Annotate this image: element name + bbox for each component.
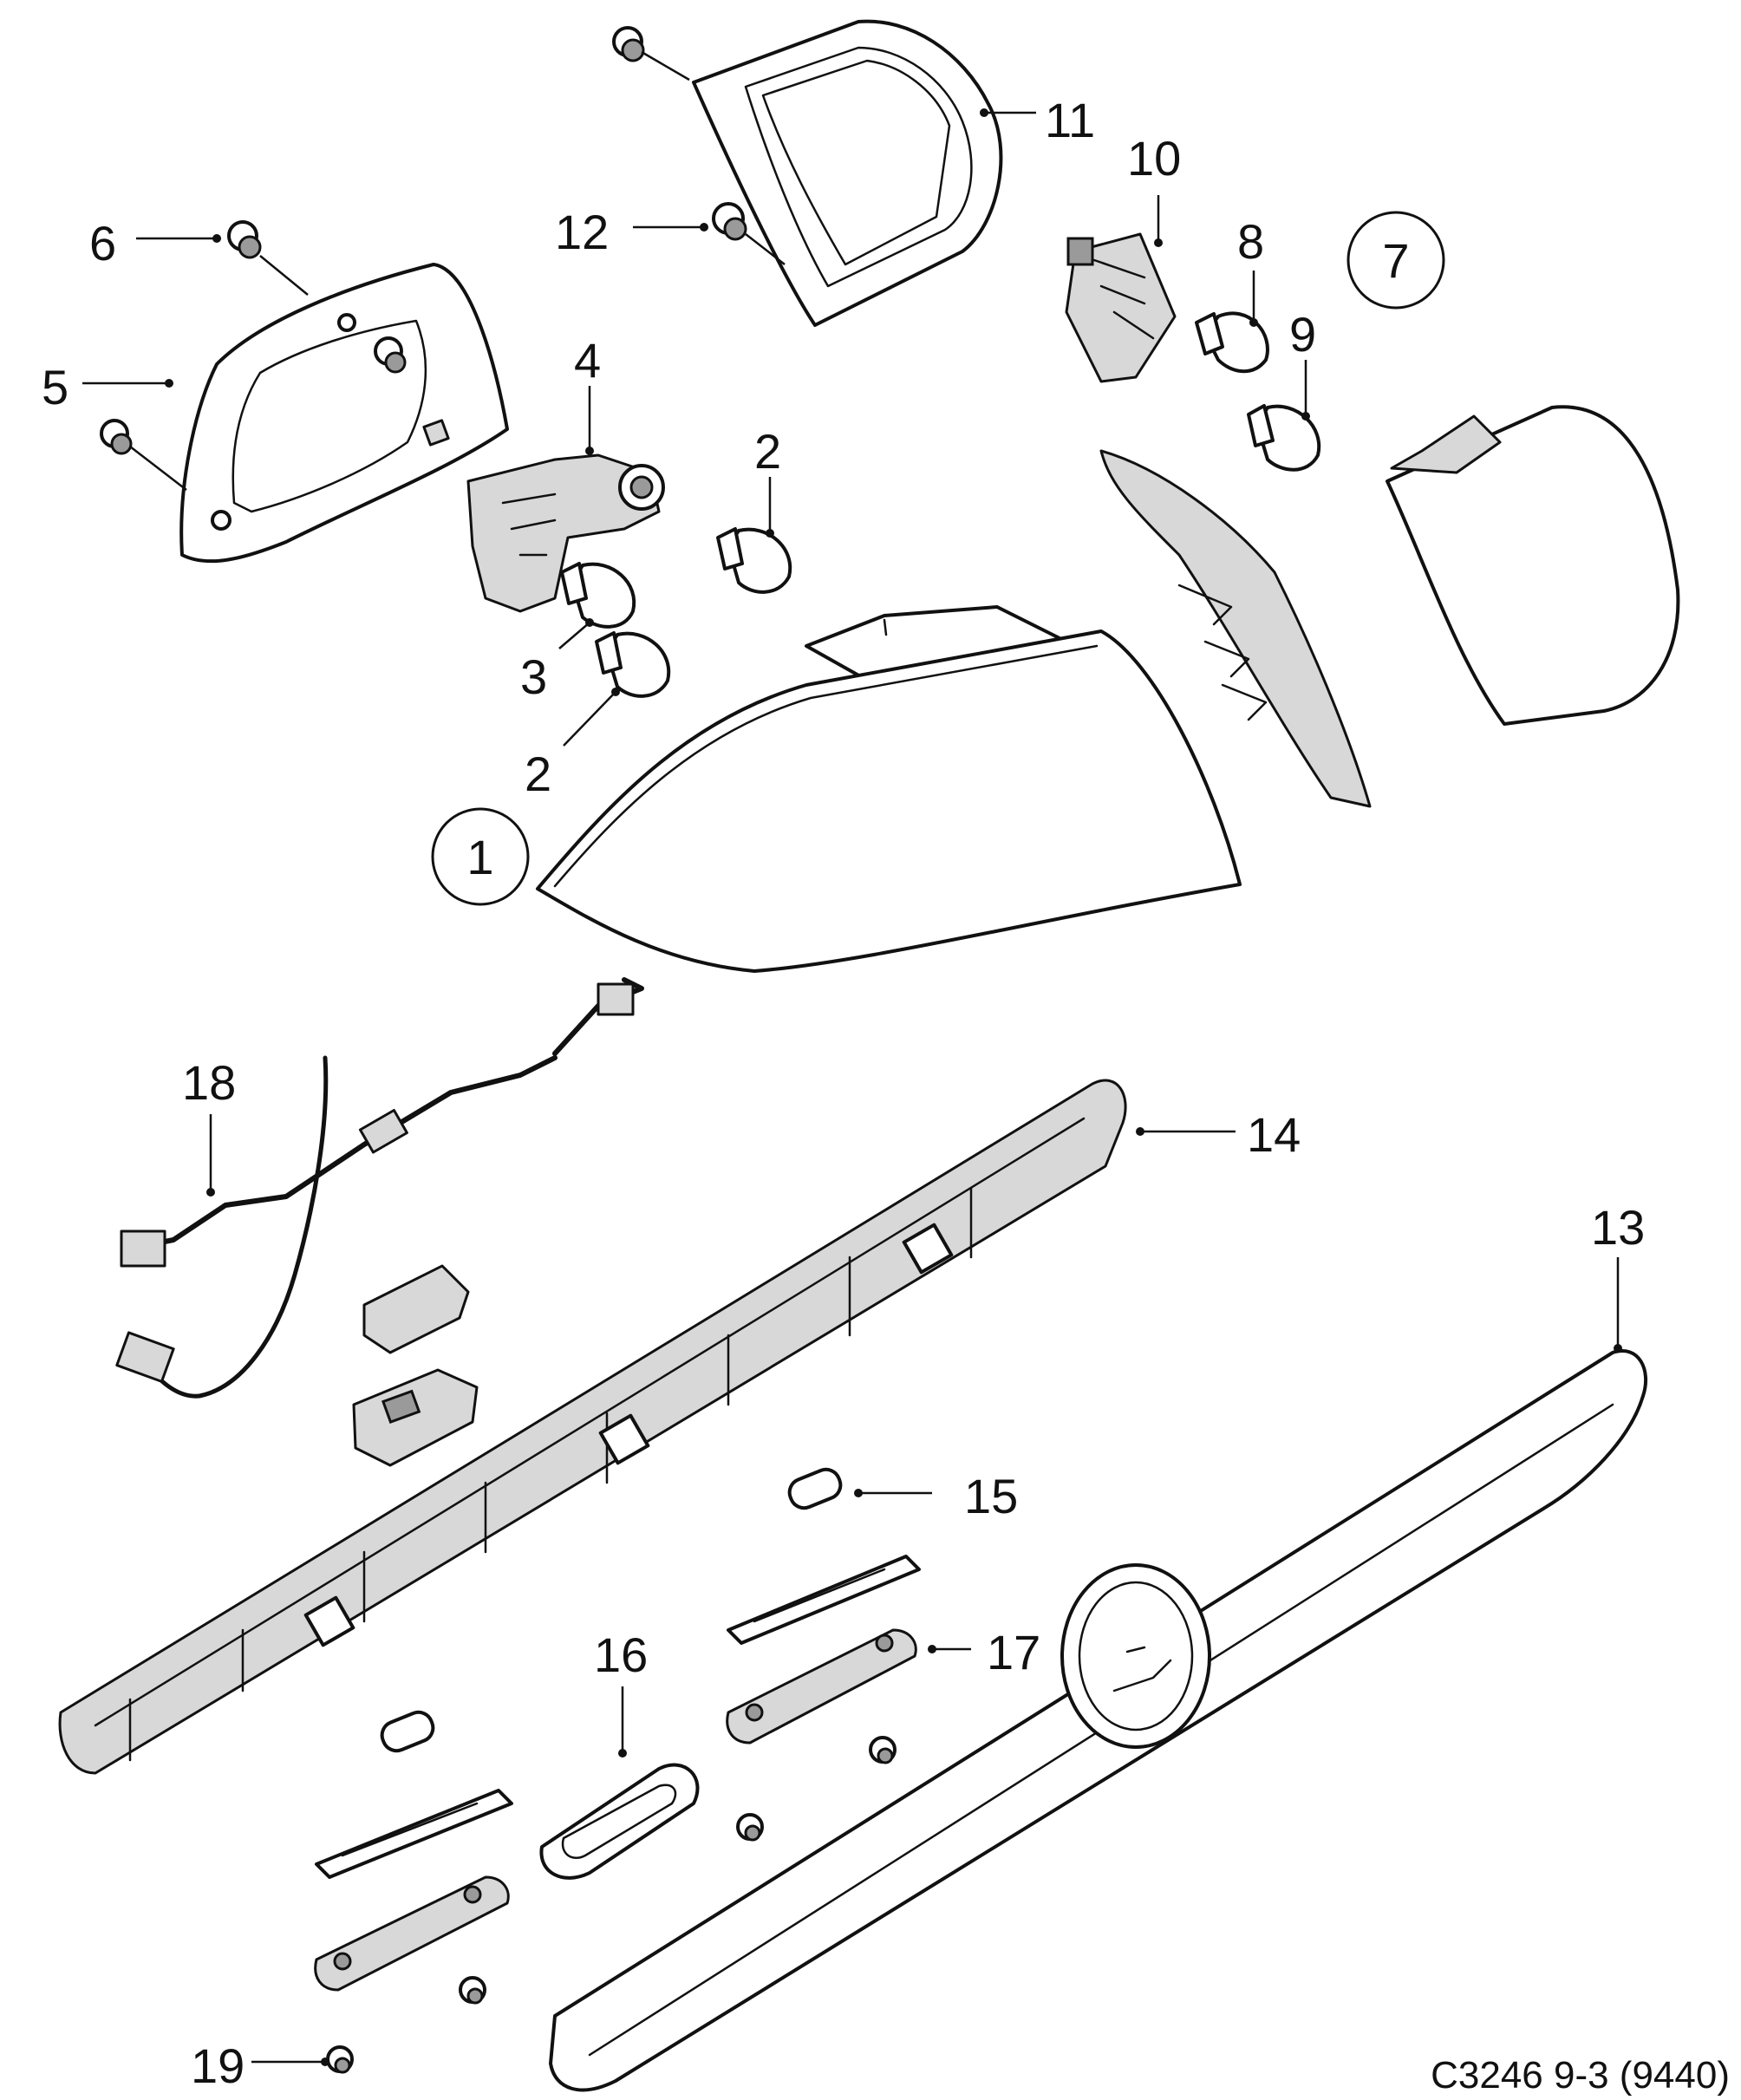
callout-7: 7 [1382, 233, 1409, 288]
callout-2-upper: 2 [754, 424, 781, 479]
tail-lamp-housing [536, 605, 1242, 973]
bulb-left [380, 1710, 435, 1753]
callout-3: 3 [520, 649, 547, 704]
clip-12 [712, 202, 747, 241]
callout-12: 12 [555, 205, 609, 259]
callout-14: 14 [1247, 1107, 1301, 1162]
callout-17: 17 [987, 1625, 1040, 1679]
clip-plate [374, 336, 407, 374]
leader-lines [82, 50, 1622, 2066]
callout-circle-7 [1347, 211, 1445, 310]
bulb-holder-10 [1065, 232, 1177, 383]
bulb-holder-4 [466, 453, 665, 613]
license-lamp-lens-upper [727, 1555, 921, 1645]
wiring-harness-18 [115, 977, 644, 1399]
callout-9: 9 [1289, 307, 1316, 362]
nut-c [869, 1736, 897, 1764]
bulb-2-lower [595, 631, 671, 698]
nut-b [736, 1813, 764, 1842]
bulb-8 [1195, 311, 1269, 374]
callout-11: 11 [1045, 93, 1095, 147]
nut-a [459, 1976, 486, 2005]
callout-2-lower: 2 [525, 747, 551, 801]
callout-8: 8 [1237, 214, 1264, 269]
clip-6 [227, 220, 262, 259]
bulb-3 [560, 562, 636, 629]
license-lamp-lower [314, 1875, 510, 1992]
license-lamp-upper [726, 1628, 917, 1745]
nut-19 [326, 2045, 354, 2074]
callout-18: 18 [182, 1055, 236, 1110]
clip-12-top [612, 26, 645, 62]
clip-5 [100, 419, 133, 455]
callout-13: 13 [1591, 1200, 1645, 1255]
lamp-gasket-plate-5 [179, 263, 509, 564]
grommet-16 [539, 1763, 700, 1880]
bulb-9 [1247, 404, 1321, 472]
callout-4: 4 [574, 333, 601, 388]
reference-code: C3246 9-3 (9440) [1431, 2054, 1730, 2097]
frame-11 [692, 19, 1003, 327]
bulb-15 [787, 1467, 843, 1510]
bulb-2-upper [716, 527, 792, 594]
license-lamp-lens-lower [315, 1789, 513, 1879]
carrier-rail-14 [58, 1079, 1127, 1775]
callout-1: 1 [466, 830, 493, 884]
harness-clip-upper [362, 1264, 470, 1354]
callout-6: 6 [89, 216, 116, 271]
callout-15: 15 [964, 1469, 1018, 1523]
callout-circle-1 [431, 807, 530, 906]
callout-19: 19 [191, 2038, 245, 2093]
harness-clip-lower [352, 1368, 479, 1467]
trim-strip-13 [549, 1349, 1648, 2092]
callout-10: 10 [1127, 131, 1181, 186]
callout-5: 5 [42, 360, 68, 414]
callout-16: 16 [594, 1627, 648, 1682]
inner-tail-lamp [1099, 405, 1680, 808]
